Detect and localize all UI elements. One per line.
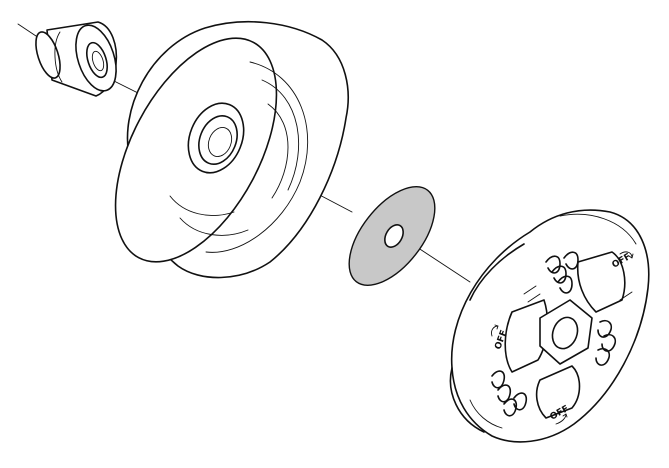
clutch-assembly-icon: OFF OFF OFF <box>449 209 650 443</box>
arrow-left-icon <box>491 324 499 337</box>
spring-right <box>595 319 617 366</box>
arrow-top-icon <box>619 251 634 259</box>
spring-top <box>545 251 579 294</box>
clutch-drum-icon <box>114 20 349 279</box>
spring-bottom <box>491 370 528 417</box>
needle-bearing-icon <box>35 21 118 97</box>
arrow-bottom-icon <box>555 413 568 425</box>
washer-icon <box>348 186 436 286</box>
